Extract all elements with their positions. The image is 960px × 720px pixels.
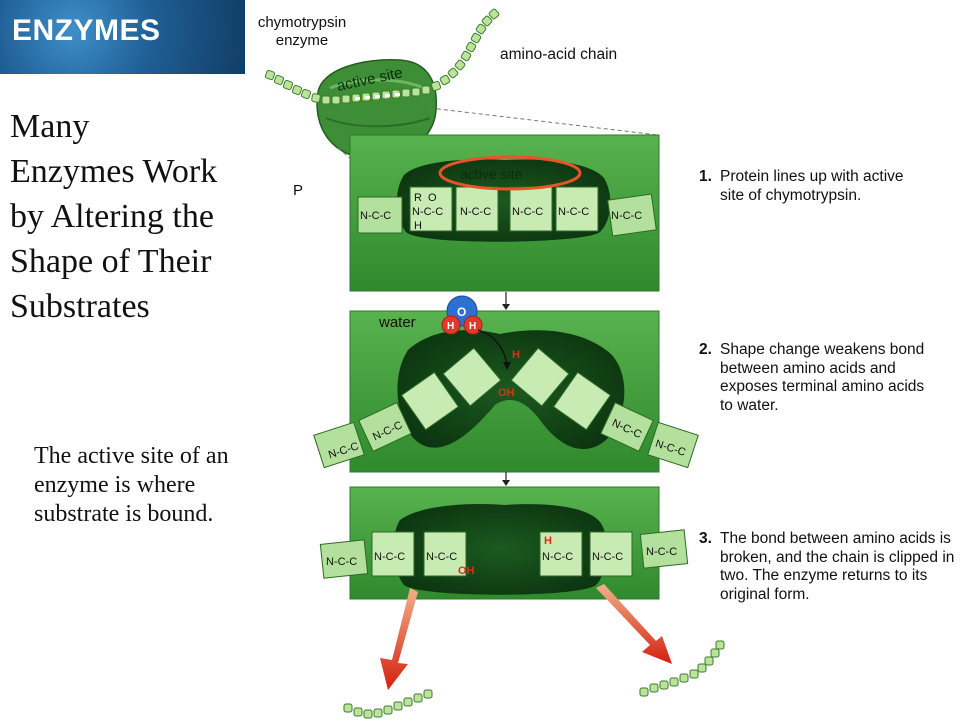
- chem-ncc: N-C-C: [558, 206, 589, 218]
- step-3-text: The bond between amino acids is broken, …: [720, 530, 955, 603]
- subtext: The active site of an enzyme is where su…: [34, 443, 229, 527]
- water-h: H: [469, 321, 476, 332]
- released-chains: [343, 640, 725, 719]
- chem-ncc: N-C-C: [542, 551, 573, 563]
- page-title: ENZYMES: [12, 14, 161, 47]
- panel-step-2: [349, 310, 660, 473]
- water-o: O: [457, 305, 466, 319]
- step-num: 3.: [699, 530, 712, 547]
- main-title: Many Enzymes Work by Altering the Shape …: [10, 108, 218, 325]
- water-h: H: [447, 321, 454, 332]
- active-site-panel-label: active site: [460, 166, 522, 182]
- step-1: 1.: [699, 168, 949, 187]
- chem-ncc: N-C-C: [646, 546, 677, 558]
- step-3: 3.: [699, 530, 949, 549]
- chem-ncc: N-C-C: [412, 206, 443, 218]
- active-site-highlight: [438, 155, 582, 191]
- step-2: 2.: [699, 341, 949, 360]
- chem-ncc: N-C-C: [512, 206, 543, 218]
- panel-2-chain: [313, 347, 699, 469]
- step-2-text: Shape change weakens bond between amino …: [720, 341, 925, 414]
- chem-h: H: [512, 349, 520, 361]
- chem-ncc: N-C-C: [426, 551, 457, 563]
- chem-oh: OH: [498, 387, 515, 399]
- chem-h: H: [544, 535, 552, 547]
- step-num: 1.: [699, 168, 712, 185]
- product-arrows: [380, 584, 672, 690]
- p-label: P: [293, 182, 303, 199]
- chem-ncc: N-C-C: [374, 551, 405, 563]
- step-1-text: Protein lines up with active site of chy…: [720, 168, 904, 204]
- chem-ncc: N-C-C: [360, 210, 391, 222]
- chem-oh: OH: [458, 565, 475, 577]
- chem-ncc: N-C-C: [611, 210, 642, 222]
- panel-3-chain: [319, 529, 689, 579]
- chem-o: O: [428, 192, 437, 204]
- chem-r: R: [414, 192, 422, 204]
- enzyme-label: chymotrypsin enzyme: [257, 14, 347, 49]
- chem-ncc: N-C-C: [592, 551, 623, 563]
- step-num: 2.: [699, 341, 712, 358]
- water-label: water: [378, 314, 416, 331]
- water-molecule: O H H: [441, 295, 511, 370]
- panel-1-chain: [357, 186, 657, 237]
- chain-label: amino-acid chain: [500, 46, 618, 63]
- chem-h: H: [414, 220, 422, 232]
- header-banner: ENZYMES: [0, 0, 245, 74]
- chem-ncc: N-C-C: [460, 206, 491, 218]
- chem-ncc: N-C-C: [326, 556, 357, 568]
